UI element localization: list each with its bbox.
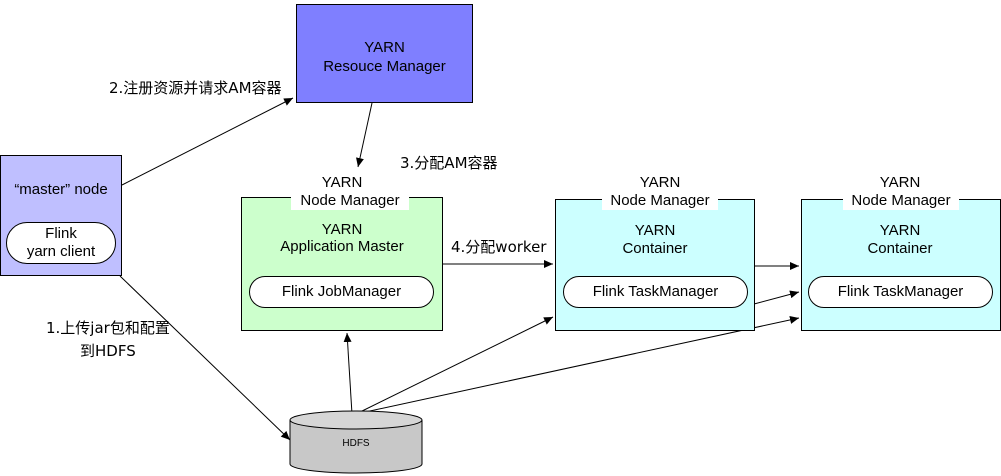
application-master-title: YARN [321, 221, 363, 238]
hdfs-cylinder-body [289, 420, 423, 474]
arrow-upload [119, 275, 291, 441]
container-1-subtitle: Container [622, 240, 688, 257]
flink-jobmanager: Flink JobManager [249, 276, 434, 308]
resource-manager-box [296, 4, 473, 103]
hdfs-cylinder-top [289, 410, 423, 430]
hdfs-label: HDFS [342, 438, 370, 449]
arrow-allocate-am [356, 102, 373, 168]
node-manager-1-title: YARN [321, 174, 363, 191]
node-manager-2-subtitle: Node Manager [602, 192, 718, 210]
node-manager-3-box [801, 199, 1001, 331]
resource-manager-title: YARN [364, 39, 405, 56]
node-manager-2-box [555, 199, 755, 331]
node-manager-1-box [241, 197, 443, 331]
container-2-subtitle: Container [867, 240, 933, 257]
node-manager-2-title: YARN [639, 174, 681, 191]
node-manager-1-subtitle: Node Manager [291, 192, 409, 210]
flink-yarn-client-line2: yarn client [26, 243, 96, 260]
node-manager-3-title: YARN [879, 174, 921, 191]
application-master-subtitle: Application Master [280, 238, 404, 255]
container-2-title: YARN [879, 222, 921, 239]
resource-manager-subtitle: Resouce Manager [323, 58, 446, 75]
flink-taskmanager-1: Flink TaskManager [563, 276, 748, 308]
hdfs-cylinder [289, 410, 423, 474]
arrow-hdfs-taskmanager-2 [355, 315, 800, 415]
flink-yarn-client-line1: Flink [45, 225, 77, 242]
step-3-label: 3.分配AM容器 [400, 154, 498, 172]
flink-yarn-client: Flink yarn client [6, 222, 116, 264]
arrow-register [121, 97, 294, 186]
arrow-container-bottom [753, 290, 800, 305]
step-1-label-line2: 到HDFS [80, 342, 136, 360]
node-manager-3-subtitle: Node Manager [843, 192, 959, 210]
arrow-hdfs-taskmanager-1 [355, 316, 554, 415]
container-1-title: YARN [634, 222, 676, 239]
step-4-label: 4.分配worker [451, 238, 547, 256]
flink-taskmanager-2: Flink TaskManager [808, 276, 993, 308]
step-1-label-line1: 1.上传jar包和配置 [46, 319, 170, 337]
step-2-label: 2.注册资源并请求AM容器 [109, 79, 282, 97]
master-node-label: “master” node [14, 181, 108, 198]
arrow-hdfs-jobmanager [343, 332, 353, 415]
